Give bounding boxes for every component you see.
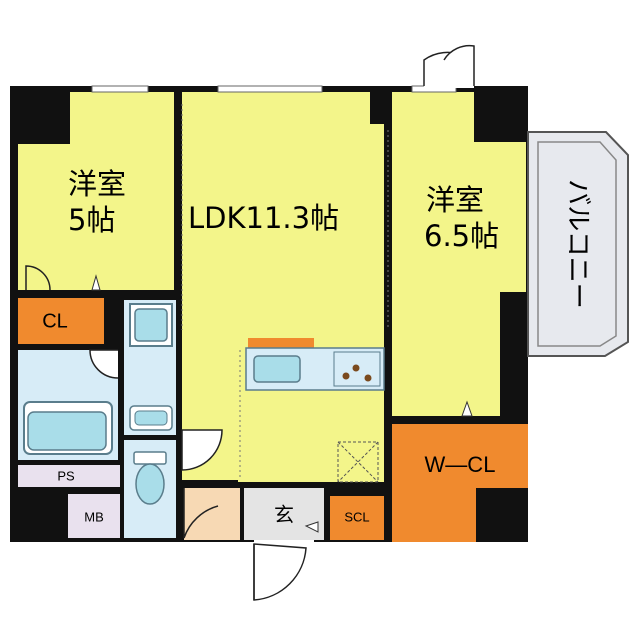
western-room-5-name: 洋室 [68,167,126,201]
stove-burner [364,374,372,382]
door-swing [183,488,219,539]
fridge-space-cross [337,441,379,483]
ldk-label: LDK11.3帖 [188,201,339,235]
entrance-label: 玄 [274,503,294,527]
pipe-space: PS [18,465,120,487]
closet-cl: CL [18,298,104,344]
wash-basin-bowl [134,410,168,426]
meter-box-label: MB [84,509,104,524]
window [217,85,323,93]
closet-label: CL [42,310,68,332]
pipe-space-label: PS [57,468,75,483]
door-swing [181,429,223,471]
western-room-65: 洋室 6.5帖 [392,85,526,417]
front-door [253,540,314,601]
toilet-room [124,440,176,538]
exterior-door-top [423,44,475,88]
washroom [124,300,176,435]
western-room-5-size: 5帖 [68,203,115,237]
shoe-closet-label: SCL [344,509,369,524]
bathtub-basin [27,411,107,451]
balcony: バルコニー [527,131,629,357]
kitchen-counter-top [248,338,314,348]
stove-burner [342,372,350,380]
stove-burner [352,364,360,372]
kitchen [245,338,385,483]
entrance-area: 玄 [183,488,324,540]
walk-in-closet: W―CL [392,424,528,542]
ldk: LDK11.3帖 [181,85,384,482]
toilet-bowl [135,463,165,505]
balcony-label: バルコニー [563,179,593,308]
door-arrow [304,521,319,533]
shoe-closet: SCL [330,496,384,540]
window [91,85,149,93]
door-swing [25,265,51,291]
door-swing [89,349,119,379]
western-room-5: 洋室 5帖 [18,85,174,291]
walk-in-closet-label: W―CL [425,452,496,477]
door-arrow [91,274,101,291]
door-arrow [461,400,473,417]
bathroom [18,349,119,460]
kitchen-sink [253,355,301,383]
fridge-space-cross [337,441,379,483]
meter-box: MB [68,494,120,538]
western-room-65-name: 洋室 [426,183,484,217]
washing-machine-drum [134,308,168,342]
toilet-tank [133,451,167,465]
genkan-floor [184,488,240,540]
western-room-65-size: 6.5帖 [424,219,499,253]
fridge-space [337,441,379,483]
